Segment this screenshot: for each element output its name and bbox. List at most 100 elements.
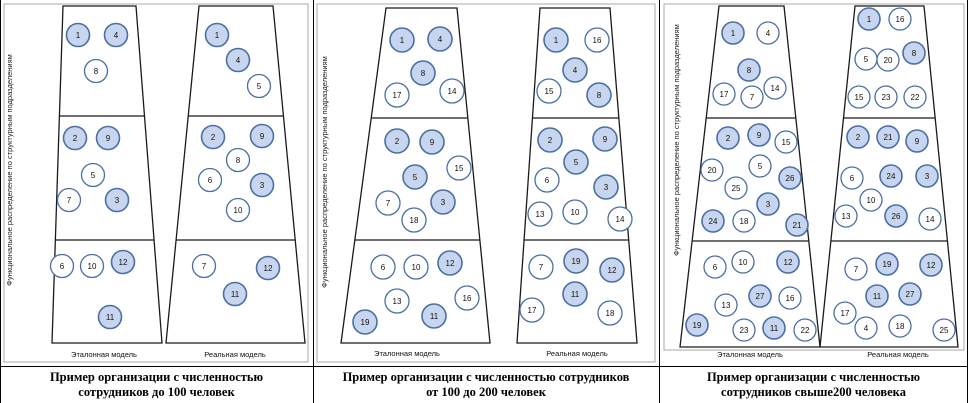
unit-number: 2 xyxy=(395,137,400,146)
unit-number: 8 xyxy=(747,66,752,75)
unit-node: 9 xyxy=(747,123,771,147)
unit-circle xyxy=(888,314,912,338)
unit-circle xyxy=(731,250,755,274)
unit-circle xyxy=(875,252,899,276)
unit-circle xyxy=(563,248,589,274)
unit-circle xyxy=(384,288,410,314)
unit-number: 8 xyxy=(236,156,241,165)
real-model-label: Реальная модель xyxy=(867,350,929,359)
unit-number: 3 xyxy=(115,196,120,205)
unit-circle xyxy=(62,125,88,151)
unit-node: 13 xyxy=(834,204,858,228)
unit-number: 12 xyxy=(119,258,128,267)
unit-node: 10 xyxy=(859,188,883,212)
unit-circle xyxy=(918,207,942,231)
unit-number: 11 xyxy=(770,324,779,333)
unit-node: 25 xyxy=(724,176,748,200)
unit-node: 24 xyxy=(879,164,903,188)
unit-number: 7 xyxy=(67,196,72,205)
unit-circle xyxy=(80,162,106,188)
unit-node: 23 xyxy=(732,318,756,342)
unit-node: 1 xyxy=(543,27,569,53)
unit-node: 6 xyxy=(370,254,396,280)
unit-circle xyxy=(562,281,588,307)
unit-circle xyxy=(721,21,745,45)
unit-node: 9 xyxy=(249,123,275,149)
unit-node: 6 xyxy=(840,166,864,190)
unit-circle xyxy=(778,286,802,310)
unit-circle xyxy=(834,204,858,228)
unit-node: 21 xyxy=(876,125,900,149)
unit-circle xyxy=(410,60,436,86)
unit-circle xyxy=(902,41,926,65)
unit-number: 6 xyxy=(60,262,65,271)
unit-node: 22 xyxy=(793,318,817,342)
caption-line: сотрудников свыше200 человека xyxy=(721,385,906,399)
unit-circle xyxy=(402,164,428,190)
unit-node: 19 xyxy=(875,252,899,276)
unit-circle xyxy=(370,254,396,280)
unit-circle xyxy=(97,304,123,330)
unit-number: 2 xyxy=(856,133,861,142)
unit-circle xyxy=(847,85,871,109)
unit-number: 4 xyxy=(864,324,869,333)
unit-circle xyxy=(534,167,560,193)
unit-number: 7 xyxy=(386,199,391,208)
unit-node: 21 xyxy=(785,213,809,237)
unit-node: 22 xyxy=(903,85,927,109)
unit-circle xyxy=(562,199,588,225)
unit-circle xyxy=(543,27,569,53)
unit-number: 9 xyxy=(757,131,762,140)
caption-line: сотрудников до 100 человек xyxy=(78,385,235,399)
unit-circle xyxy=(110,249,136,275)
unit-number: 8 xyxy=(912,49,917,58)
unit-node: 15 xyxy=(774,130,798,154)
unit-node: 3 xyxy=(756,192,780,216)
unit-circle xyxy=(740,85,764,109)
unit-circle xyxy=(915,164,939,188)
unit-node: 5 xyxy=(854,47,878,71)
unit-circle xyxy=(879,164,903,188)
caption-panel-1: Пример организации с численностью сотруд… xyxy=(0,366,313,403)
unit-node: 1 xyxy=(65,22,91,48)
unit-circle xyxy=(519,297,545,323)
unit-node: 18 xyxy=(732,209,756,233)
side-axis-label: Функциональное распределение по структур… xyxy=(320,56,329,288)
unit-node: 13 xyxy=(714,293,738,317)
unit-number: 1 xyxy=(731,29,736,38)
unit-number: 14 xyxy=(616,215,625,224)
unit-number: 5 xyxy=(864,55,869,64)
unit-circle xyxy=(389,27,415,53)
unit-node: 4 xyxy=(854,316,878,340)
caption-panel-3: Пример организации с численностью сотруд… xyxy=(659,366,968,403)
unit-circle xyxy=(607,206,633,232)
unit-circle xyxy=(49,253,75,279)
unit-circle xyxy=(833,301,857,325)
reference-model-label: Эталонная модель xyxy=(374,349,440,358)
side-axis-label: Функциональное распределение по структур… xyxy=(672,24,681,256)
unit-number: 21 xyxy=(793,221,802,230)
unit-circle xyxy=(537,127,563,153)
unit-circle xyxy=(903,85,927,109)
unit-circle xyxy=(437,250,463,276)
unit-number: 13 xyxy=(536,210,545,219)
unit-node: 14 xyxy=(918,207,942,231)
unit-circle xyxy=(403,254,429,280)
unit-node: 14 xyxy=(763,76,787,100)
unit-circle xyxy=(865,284,889,308)
unit-node: 8 xyxy=(586,82,612,108)
unit-number: 8 xyxy=(597,91,602,100)
real-model-label: Реальная модель xyxy=(204,350,266,359)
unit-circle xyxy=(898,282,922,306)
unit-node: 1 xyxy=(721,21,745,45)
unit-number: 9 xyxy=(106,134,111,143)
unit-number: 22 xyxy=(911,93,920,102)
unit-circle xyxy=(375,190,401,216)
unit-number: 6 xyxy=(850,174,855,183)
unit-node: 1 xyxy=(389,27,415,53)
unit-node: 2 xyxy=(537,127,563,153)
unit-circle xyxy=(430,189,456,215)
unit-node: 12 xyxy=(255,255,281,281)
unit-circle xyxy=(79,253,105,279)
